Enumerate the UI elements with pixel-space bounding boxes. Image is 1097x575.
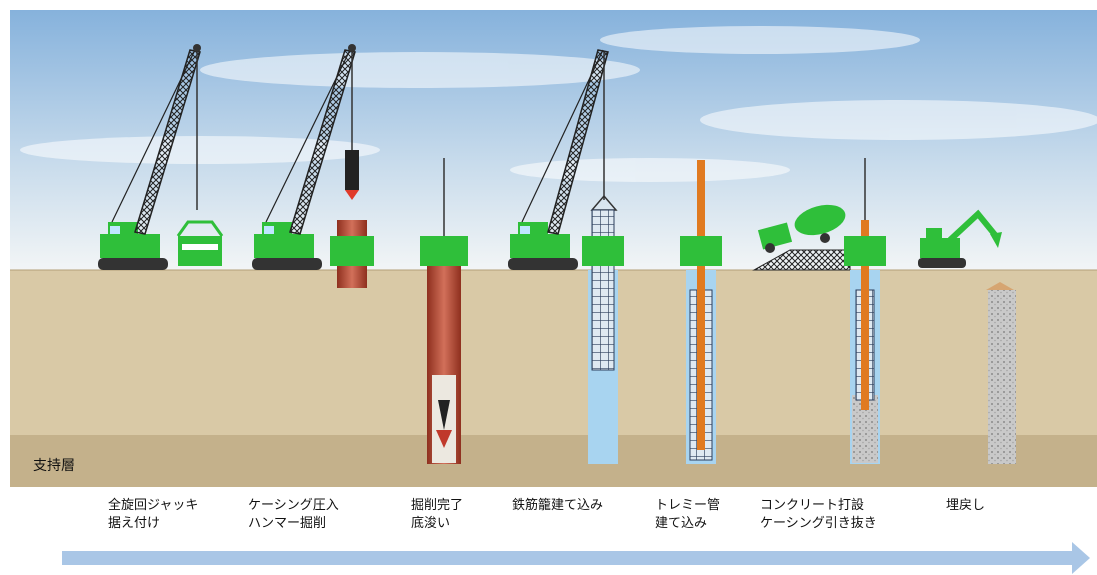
step5-tremie (680, 160, 722, 464)
step-caption-line1: 掘削完了 (411, 498, 464, 513)
step7-excavator (918, 209, 1002, 268)
clouds (20, 26, 1097, 182)
step3-casing (420, 158, 468, 464)
step-caption-line1: トレミー管 (655, 498, 721, 513)
step4-rebar-cage (582, 209, 624, 464)
step-caption-7: 埋戻し (946, 497, 985, 515)
step-caption-5: トレミー管 建て込み (655, 497, 720, 533)
step-caption-line1: 鉄筋籠建て込み (512, 498, 604, 513)
step-caption-line2: 底浚い (411, 516, 451, 531)
step1-oscillator (176, 220, 224, 266)
step-caption-line2: 建て込み (655, 516, 708, 531)
step4-crane (508, 49, 618, 270)
step-caption-line1: ケーシング圧入 (248, 498, 339, 513)
step-caption-2: ケーシング圧入 ハンマー掘削 (248, 497, 339, 533)
step-caption-1: 全旋回ジャッキ 据え付け (108, 497, 198, 533)
step1-crane (98, 44, 201, 270)
step-caption-3: 掘削完了 底浚い (411, 497, 463, 533)
bearing-layer (10, 435, 1097, 487)
step2-casing (330, 220, 374, 288)
step-caption-line1: 埋戻し (946, 498, 986, 513)
step2-crane (252, 44, 356, 270)
step-caption-4: 鉄筋籠建て込み (512, 497, 603, 515)
step2-hammer-grab (345, 150, 359, 200)
step-caption-6: コンクリート打設 ケーシング引き抜き (760, 497, 877, 533)
step-caption-line1: 全旋回ジャッキ (108, 498, 199, 513)
step-caption-line2: ハンマー掘削 (248, 516, 327, 531)
step6-casing-extraction (844, 158, 886, 464)
step7-backfilled-pile (986, 282, 1016, 464)
step-caption-line2: 据え付け (108, 516, 161, 531)
soil-layer (10, 270, 1097, 435)
step-caption-line1: コンクリート打設 (760, 498, 865, 513)
step-caption-line2: ケーシング引き抜き (760, 516, 877, 531)
bearing-layer-label: 支持層 (33, 458, 75, 474)
process-direction-arrow (62, 542, 1090, 574)
step6-mixer-truck (752, 204, 851, 271)
